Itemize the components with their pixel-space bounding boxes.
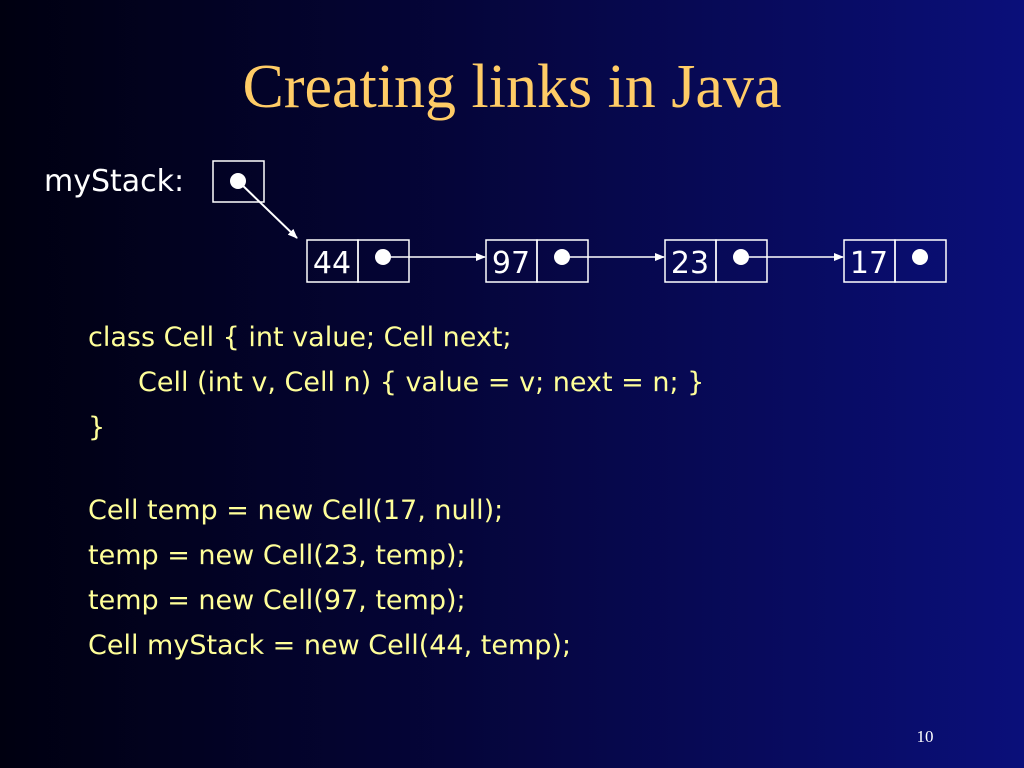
page-number: 10 <box>916 727 934 746</box>
code-statement-4: Cell myStack = new Cell(44, temp); <box>88 630 572 661</box>
cell-next-dot <box>912 249 928 265</box>
code-statement-3: temp = new Cell(97, temp); <box>88 585 466 616</box>
code-class-line-2: Cell (int v, Cell n) { value = v; next =… <box>138 367 705 398</box>
list-cell-17: 17 <box>843 239 947 283</box>
code-class-line-3: } <box>88 412 106 443</box>
mystack-pointer-arrow <box>237 180 298 239</box>
cell-value: 97 <box>492 246 530 281</box>
code-class-line-1: class Cell { int value; Cell next; <box>88 322 512 353</box>
cell-value: 44 <box>313 246 351 281</box>
mystack-pointer-box <box>212 160 265 203</box>
cell-next-box <box>715 239 768 283</box>
cell-next-box <box>536 239 589 283</box>
list-cell-23: 23 <box>664 239 768 283</box>
list-cell-97: 97 <box>485 239 589 283</box>
code-statement-1: Cell temp = new Cell(17, null); <box>88 495 504 526</box>
list-cell-44: 44 <box>306 239 410 283</box>
cell-value: 23 <box>671 246 709 281</box>
mystack-label: myStack: <box>44 164 184 199</box>
slide-title: Creating links in Java <box>242 53 782 121</box>
cell-next-box <box>357 239 410 283</box>
cell-next-box <box>894 239 947 283</box>
cell-value: 17 <box>850 246 888 281</box>
linked-list-diagram: myStack: 44 97 23 17 <box>44 160 947 283</box>
code-statement-2: temp = new Cell(23, temp); <box>88 540 466 571</box>
